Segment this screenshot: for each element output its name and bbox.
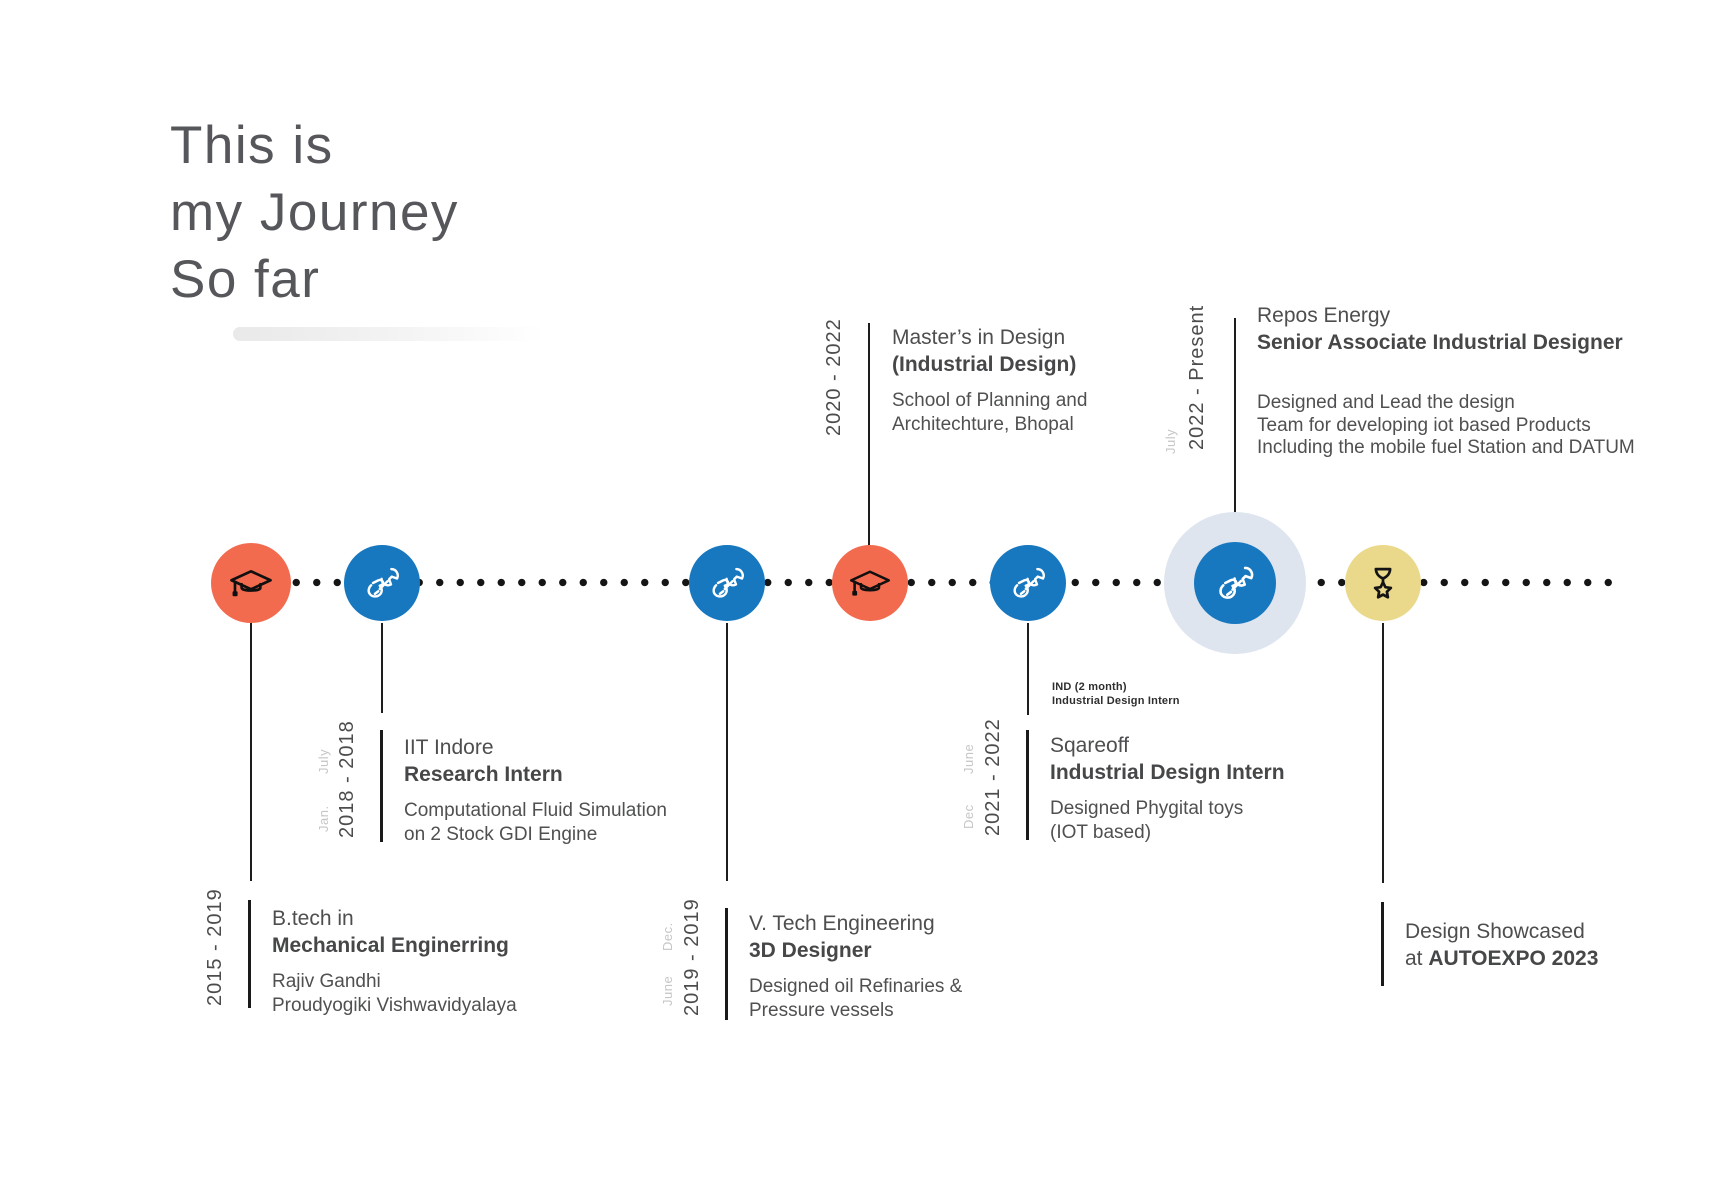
timeline-node-autoexpo (1345, 545, 1421, 621)
vtech-year-range: 2019 - 2019 (681, 898, 703, 1016)
note-line-1: IND (2 month) (1052, 681, 1127, 693)
iit-description: Computational Fluid Simulation on 2 Stoc… (404, 799, 667, 846)
autoexpo-rule (1381, 902, 1384, 986)
connector-repos (1234, 318, 1236, 514)
sqareoff-entry: Sqareoff Industrial Design Intern Design… (1050, 732, 1285, 844)
sqareoff-desc-line-2: (IOT based) (1050, 821, 1152, 843)
sqareoff-company: Sqareoff (1050, 734, 1130, 757)
connector-btech (250, 623, 252, 881)
btech-university-line-2: Proudyogiki Vishwavidyalaya (272, 994, 517, 1016)
sqareoff-rule (1026, 730, 1029, 840)
btech-year-range: 2015 - 2019 (204, 888, 226, 1006)
btech-major: Mechanical Enginerring (272, 934, 509, 957)
repos-desc-line-3: Including the mobile fuel Station and DA… (1257, 437, 1635, 458)
repos-desc-line-2: Team for developing iot based Products (1257, 414, 1591, 436)
wrench-icon (1004, 559, 1052, 607)
timeline-node-sqareoff (990, 545, 1066, 621)
masters-entry: Master’s in Design (Industrial Design) S… (892, 324, 1087, 436)
sqareoff-role: Industrial Design Intern (1050, 761, 1285, 784)
vtech-desc-line-2: Pressure vessels (749, 999, 894, 1021)
vtech-role: 3D Designer (749, 939, 872, 962)
wrench-icon (358, 559, 406, 607)
repos-role: Senior Associate Industrial Designer (1257, 331, 1623, 354)
masters-school-line-2: Architechture, Bhopal (892, 413, 1074, 435)
iit-desc-line-1: Computational Fluid Simulation (404, 800, 667, 821)
sqareoff-start-month: Dec (961, 804, 976, 830)
title-line-1: This is (170, 116, 334, 175)
graduation-cap-icon (226, 558, 276, 608)
iit-desc-line-2: on 2 Stock GDI Engine (404, 823, 598, 845)
autoexpo-entry: Design Showcased at AUTOEXPO 2023 (1405, 918, 1598, 972)
vtech-start-month: June (660, 975, 675, 1007)
autoexpo-event: AUTOEXPO 2023 (1428, 947, 1599, 970)
autoexpo-line-2: at AUTOEXPO 2023 (1405, 945, 1598, 972)
btech-entry: B.tech in Mechanical Enginerring Rajiv G… (272, 905, 517, 1017)
wrench-icon (1209, 557, 1261, 609)
vtech-desc-line-1: Designed oil Refinaries & (749, 976, 963, 997)
repos-year-range: 2022 - Present (1186, 304, 1208, 450)
timeline-dotted-line (245, 577, 1623, 588)
note-line-2: Industrial Design Intern (1052, 695, 1180, 707)
vtech-description: Designed oil Refinaries & Pressure vesse… (749, 975, 962, 1022)
page-title: This is my Journey So far (170, 112, 459, 313)
timeline-node-btech (211, 543, 291, 623)
masters-year-range: 2020 - 2022 (823, 318, 845, 436)
repos-description: Designed and Lead the design Team for de… (1257, 392, 1635, 460)
graduation-cap-icon (846, 559, 894, 607)
iit-year-range: 2018 - 2018 (336, 720, 358, 838)
connector-iit (381, 623, 383, 713)
autoexpo-prefix: at (1405, 947, 1429, 970)
btech-rule (248, 900, 251, 1008)
masters-school: School of Planning and Architechture, Bh… (892, 389, 1087, 436)
iit-start-month: Jan. (316, 805, 331, 833)
iit-end-month: July (316, 748, 331, 774)
timeline-node-repos (1194, 542, 1276, 624)
connector-sqareoff (1027, 623, 1029, 715)
iit-organization: IIT Indore (404, 736, 494, 759)
repos-company: Repos Energy (1257, 304, 1391, 327)
btech-university-line-1: Rajiv Gandhi (272, 971, 381, 992)
sqareoff-year-range: 2021 - 2022 (982, 718, 1004, 836)
wrench-icon (703, 559, 751, 607)
iit-role: Research Intern (404, 763, 563, 786)
sqareoff-desc-line-1: Designed Phygital toys (1050, 798, 1244, 819)
repos-start-month: July (1163, 428, 1178, 454)
masters-school-line-1: School of Planning and (892, 390, 1088, 411)
timeline-node-masters (832, 545, 908, 621)
masters-specialization: (Industrial Design) (892, 353, 1077, 376)
connector-vtech (726, 623, 728, 881)
connector-autoexpo (1382, 623, 1384, 883)
autoexpo-line-1: Design Showcased (1405, 920, 1585, 943)
title-line-3: So far (170, 250, 321, 309)
iit-rule (380, 730, 383, 842)
sqareoff-internship-note: IND (2 month) Industrial Design Intern (1052, 680, 1180, 708)
iit-entry: IIT Indore Research Intern Computational… (404, 734, 667, 846)
timeline-node-iit (344, 545, 420, 621)
vtech-entry: V. Tech Engineering 3D Designer Designed… (749, 910, 962, 1022)
masters-degree: Master’s in Design (892, 326, 1066, 349)
vtech-company: V. Tech Engineering (749, 912, 935, 935)
sqareoff-end-month: June (961, 743, 976, 775)
repos-entry: Repos Energy Senior Associate Industrial… (1257, 302, 1635, 460)
connector-masters (868, 323, 870, 545)
sqareoff-description: Designed Phygital toys (IOT based) (1050, 797, 1285, 844)
btech-university: Rajiv Gandhi Proudyogiki Vishwavidyalaya (272, 970, 517, 1017)
title-underline-bar (233, 327, 561, 341)
vtech-end-month: Dec. (660, 922, 675, 952)
timeline-node-vtech (689, 545, 765, 621)
title-line-2: my Journey (170, 183, 459, 242)
award-icon (1359, 559, 1407, 607)
vtech-rule (725, 908, 728, 1020)
repos-desc-line-1: Designed and Lead the design (1257, 392, 1515, 413)
btech-degree: B.tech in (272, 907, 354, 930)
